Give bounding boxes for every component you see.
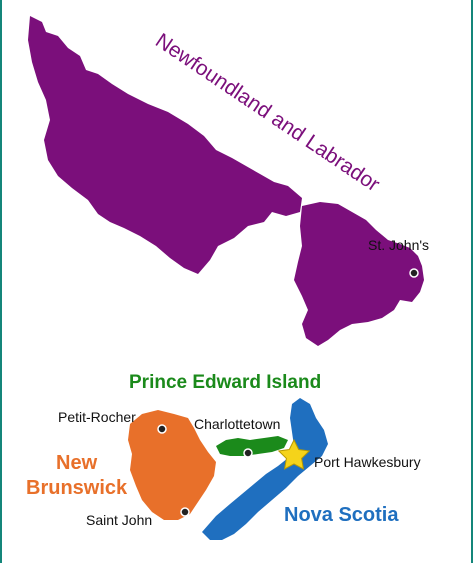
label-new-brunswick-line1: New <box>56 452 98 474</box>
city-dot-charlottetown <box>243 448 253 458</box>
city-dot-petit-rocher <box>157 424 167 434</box>
city-dot-st-johns <box>409 268 419 278</box>
region-new-brunswick <box>128 410 216 520</box>
city-label-st-johns: St. John's <box>368 237 429 253</box>
region-pei <box>216 436 288 456</box>
region-labrador <box>28 16 302 274</box>
city-label-petit-rocher: Petit-Rocher <box>58 409 136 425</box>
label-nova-scotia: Nova Scotia <box>284 504 399 526</box>
label-new-brunswick-line2: Brunswick <box>26 477 128 499</box>
city-dot-saint-john <box>180 507 190 517</box>
region-newfoundland-island <box>294 202 424 346</box>
city-label-charlottetown: Charlottetown <box>194 416 280 432</box>
region-nova-scotia <box>202 398 328 540</box>
city-label-saint-john: Saint John <box>86 512 152 528</box>
label-pei: Prince Edward Island <box>129 372 321 393</box>
city-label-port-hawkesbury: Port Hawkesbury <box>314 454 421 470</box>
star-icon <box>277 438 311 470</box>
